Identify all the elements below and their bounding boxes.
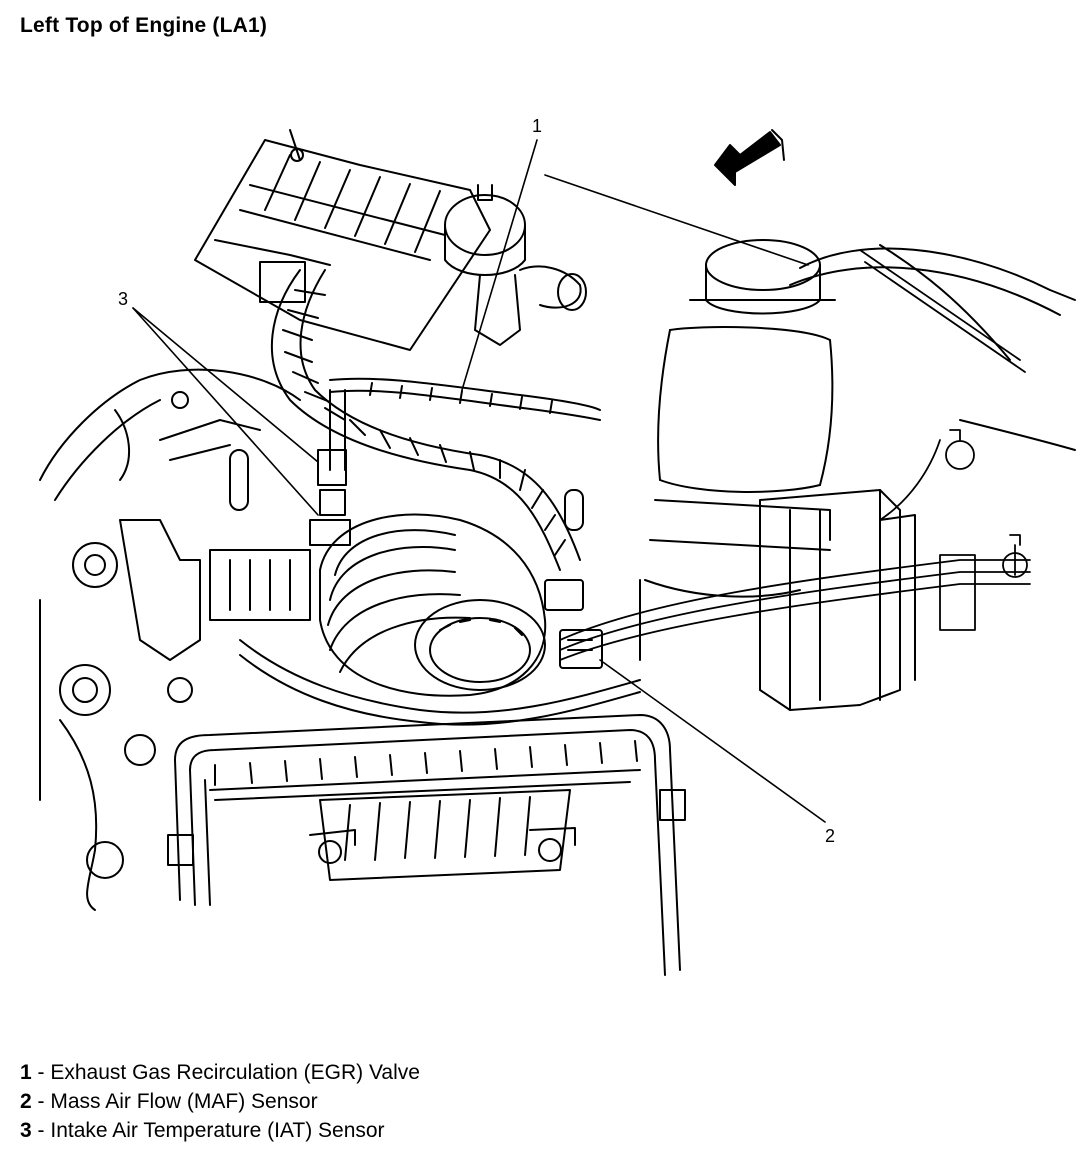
legend-item: 1 - Exhaust Gas Recirculation (EGR) Valv… — [20, 1058, 420, 1087]
callout-number-3: 3 — [118, 289, 128, 309]
leader-lines — [132, 139, 826, 823]
fender-outline — [789, 244, 1076, 451]
leader-line-2 — [599, 659, 826, 823]
diagram-title: Left Top of Engine (LA1) — [20, 14, 268, 37]
leader-line-1 — [461, 139, 538, 391]
engine-line-drawing: 1 2 3 — [39, 116, 1076, 976]
legend-item: 2 - Mass Air Flow (MAF) Sensor — [20, 1087, 420, 1116]
callout-number-2: 2 — [825, 826, 835, 846]
engine-block-left — [39, 368, 311, 911]
brake-reservoir — [639, 239, 836, 661]
legend-separator: - — [31, 1061, 51, 1084]
reference-line — [544, 174, 809, 266]
wiring-harness — [270, 269, 601, 571]
relay-center — [194, 129, 491, 351]
leader-line-3b — [132, 307, 319, 516]
legend-label: Mass Air Flow (MAF) Sensor — [50, 1090, 318, 1113]
maf-sensor — [544, 489, 603, 669]
iat-sensor — [309, 449, 351, 546]
legend-number: 2 — [20, 1090, 32, 1113]
air-cleaner-housing — [167, 714, 686, 976]
direction-arrow-icon — [714, 129, 785, 186]
callout-number-1: 1 — [532, 116, 542, 136]
legend-label: Intake Air Temperature (IAT) Sensor — [50, 1119, 385, 1142]
vacuum-hose — [239, 639, 641, 726]
callout-labels: 1 2 3 — [118, 116, 835, 846]
leader-line-3a — [132, 307, 319, 463]
air-intake-duct — [319, 513, 547, 697]
egr-valve — [444, 184, 587, 346]
legend-number: 1 — [20, 1061, 32, 1084]
legend-item: 3 - Intake Air Temperature (IAT) Sensor — [20, 1116, 420, 1145]
legend-label: Exhaust Gas Recirculation (EGR) Valve — [50, 1061, 420, 1084]
legend-separator: - — [31, 1090, 51, 1113]
legend-number: 3 — [20, 1119, 32, 1142]
callout-legend: 1 - Exhaust Gas Recirculation (EGR) Valv… — [20, 1058, 420, 1145]
legend-separator: - — [31, 1119, 51, 1142]
